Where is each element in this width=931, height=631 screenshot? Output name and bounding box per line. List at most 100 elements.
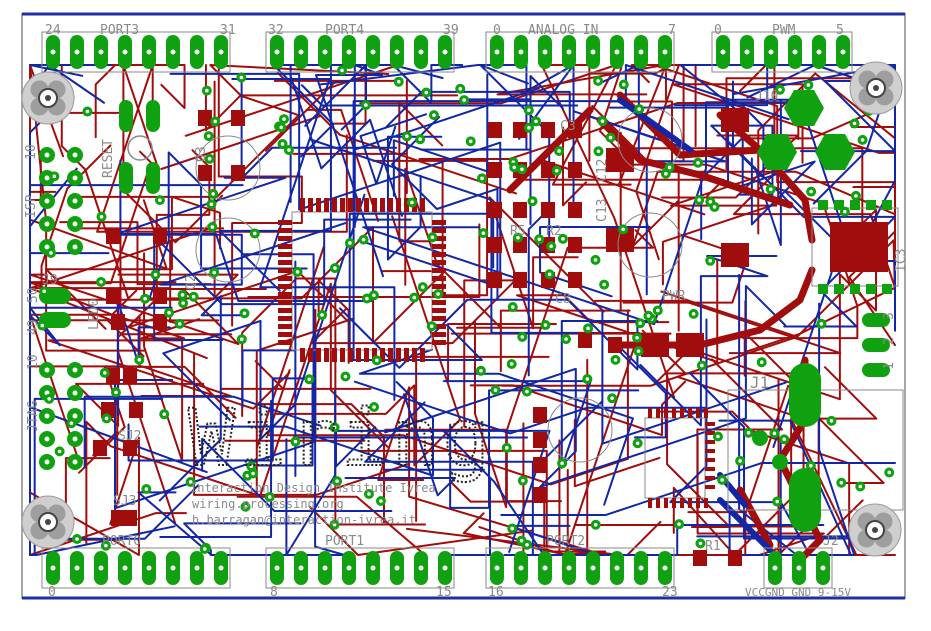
label-0-bottom: 0 [48, 585, 56, 600]
mcu-pin-top [324, 198, 329, 212]
bottom-trace [29, 167, 173, 347]
pads-layer [39, 35, 892, 585]
via-hole [375, 358, 379, 363]
via-hole [213, 119, 217, 124]
bottom-trace [353, 380, 706, 435]
via-hole [543, 323, 548, 327]
via-hole [843, 209, 847, 214]
via-hole [212, 270, 217, 275]
bottom-trace [679, 64, 798, 115]
credit-email: h.barragan@interaction-ivrea.it [192, 513, 416, 527]
top-trace [542, 64, 706, 216]
regulator-pin-top [850, 200, 860, 210]
via-hole [691, 312, 696, 316]
label-port2: PORT2 [546, 534, 585, 549]
via-hole [667, 165, 672, 170]
top-trace [372, 159, 489, 297]
via-hole [596, 149, 601, 154]
right-header-pad [862, 363, 890, 377]
regulator-pin-top [866, 200, 876, 210]
mcu-pin-top [316, 198, 321, 212]
header-pwm-pad-hole [816, 49, 822, 55]
regulator-pin-bottom [866, 284, 876, 294]
via-hole [252, 231, 257, 236]
label-q2: Q2 [184, 274, 199, 290]
smd-pad [533, 457, 547, 473]
via-hole [537, 237, 542, 242]
via-hole [708, 258, 713, 263]
label-0-analog: 0 [493, 23, 501, 38]
via-hole [809, 463, 813, 468]
via-hole [205, 88, 209, 93]
mcu-pin-right [432, 324, 446, 329]
usb-ic-pin-bottom [696, 498, 700, 508]
header-port3-pad-hole [194, 49, 200, 55]
via-hole [509, 362, 514, 366]
j9-pad [39, 312, 71, 328]
smd-pad [513, 122, 527, 138]
j1-pad [789, 468, 821, 532]
header-port4-pad-hole [298, 49, 304, 55]
power-trace-bottom [617, 97, 693, 153]
via-hole [621, 82, 626, 87]
header-port0-pad-hole [170, 565, 176, 571]
via-hole [520, 167, 524, 172]
top-trace [404, 167, 548, 329]
mcu-pin-top [332, 198, 337, 212]
header-pwm-pad-hole [768, 49, 774, 55]
mcu-pin-bottom [332, 348, 337, 362]
bottom-trace [300, 84, 579, 107]
via-hole [412, 295, 417, 300]
jtag-header-pad-hole [44, 367, 50, 373]
via-hole [52, 174, 57, 179]
header-pwm-pad-hole [840, 49, 846, 55]
via-hole [560, 461, 564, 466]
usb-ic-pin-bottom [704, 498, 708, 508]
via-hole [243, 504, 248, 509]
mcu-pin-left [278, 220, 292, 225]
via-hole [340, 68, 344, 73]
header-port2-pad-hole [638, 565, 644, 571]
mcu-pin-bottom [348, 348, 353, 362]
via-hole [596, 79, 600, 83]
mcu-pin-bottom [388, 348, 393, 362]
bottom-trace [812, 64, 896, 223]
mcu-pin-top [348, 198, 353, 212]
header-port3-pad-hole [98, 49, 104, 55]
via-hole [209, 202, 214, 207]
header-port0-pad-hole [50, 565, 56, 571]
label-c8: C8 [555, 292, 571, 307]
mcu-pin-bottom [340, 348, 345, 362]
via-hole [646, 313, 651, 318]
smd-pad [488, 162, 502, 178]
reset-button-pad [146, 100, 160, 132]
smd-pad [488, 202, 502, 218]
regulator-tab [830, 222, 888, 272]
smd-pad [198, 110, 212, 126]
header-port1-pad-hole [370, 565, 376, 571]
via-hole [561, 237, 565, 241]
regulator-pin-top [882, 200, 892, 210]
credit-institute: Interaction Design Institute Ivrea [190, 481, 436, 495]
via-hole [295, 270, 300, 274]
bottom-trace [309, 138, 595, 334]
label-8: 8 [270, 585, 278, 600]
via-hole [143, 296, 147, 301]
smd-pad [568, 237, 582, 253]
via-hole [512, 165, 517, 170]
smd-pad [231, 165, 245, 181]
header-port4-pad-hole [394, 49, 400, 55]
via-hole [480, 176, 484, 181]
bottom-trace [358, 348, 634, 506]
mcu-pin-left [278, 300, 292, 305]
header-port4-pad-hole [322, 49, 328, 55]
bottom-trace [159, 399, 273, 538]
label-j1: J1 [750, 373, 769, 392]
header-pwm-outline [711, 31, 853, 73]
header-port1-pad-hole [418, 565, 424, 571]
bottom-trace [344, 393, 457, 497]
mcu-pin-top [388, 198, 393, 212]
header-pwm-pad-hole [744, 49, 750, 55]
via-hole [809, 189, 813, 194]
via-hole [365, 296, 369, 301]
